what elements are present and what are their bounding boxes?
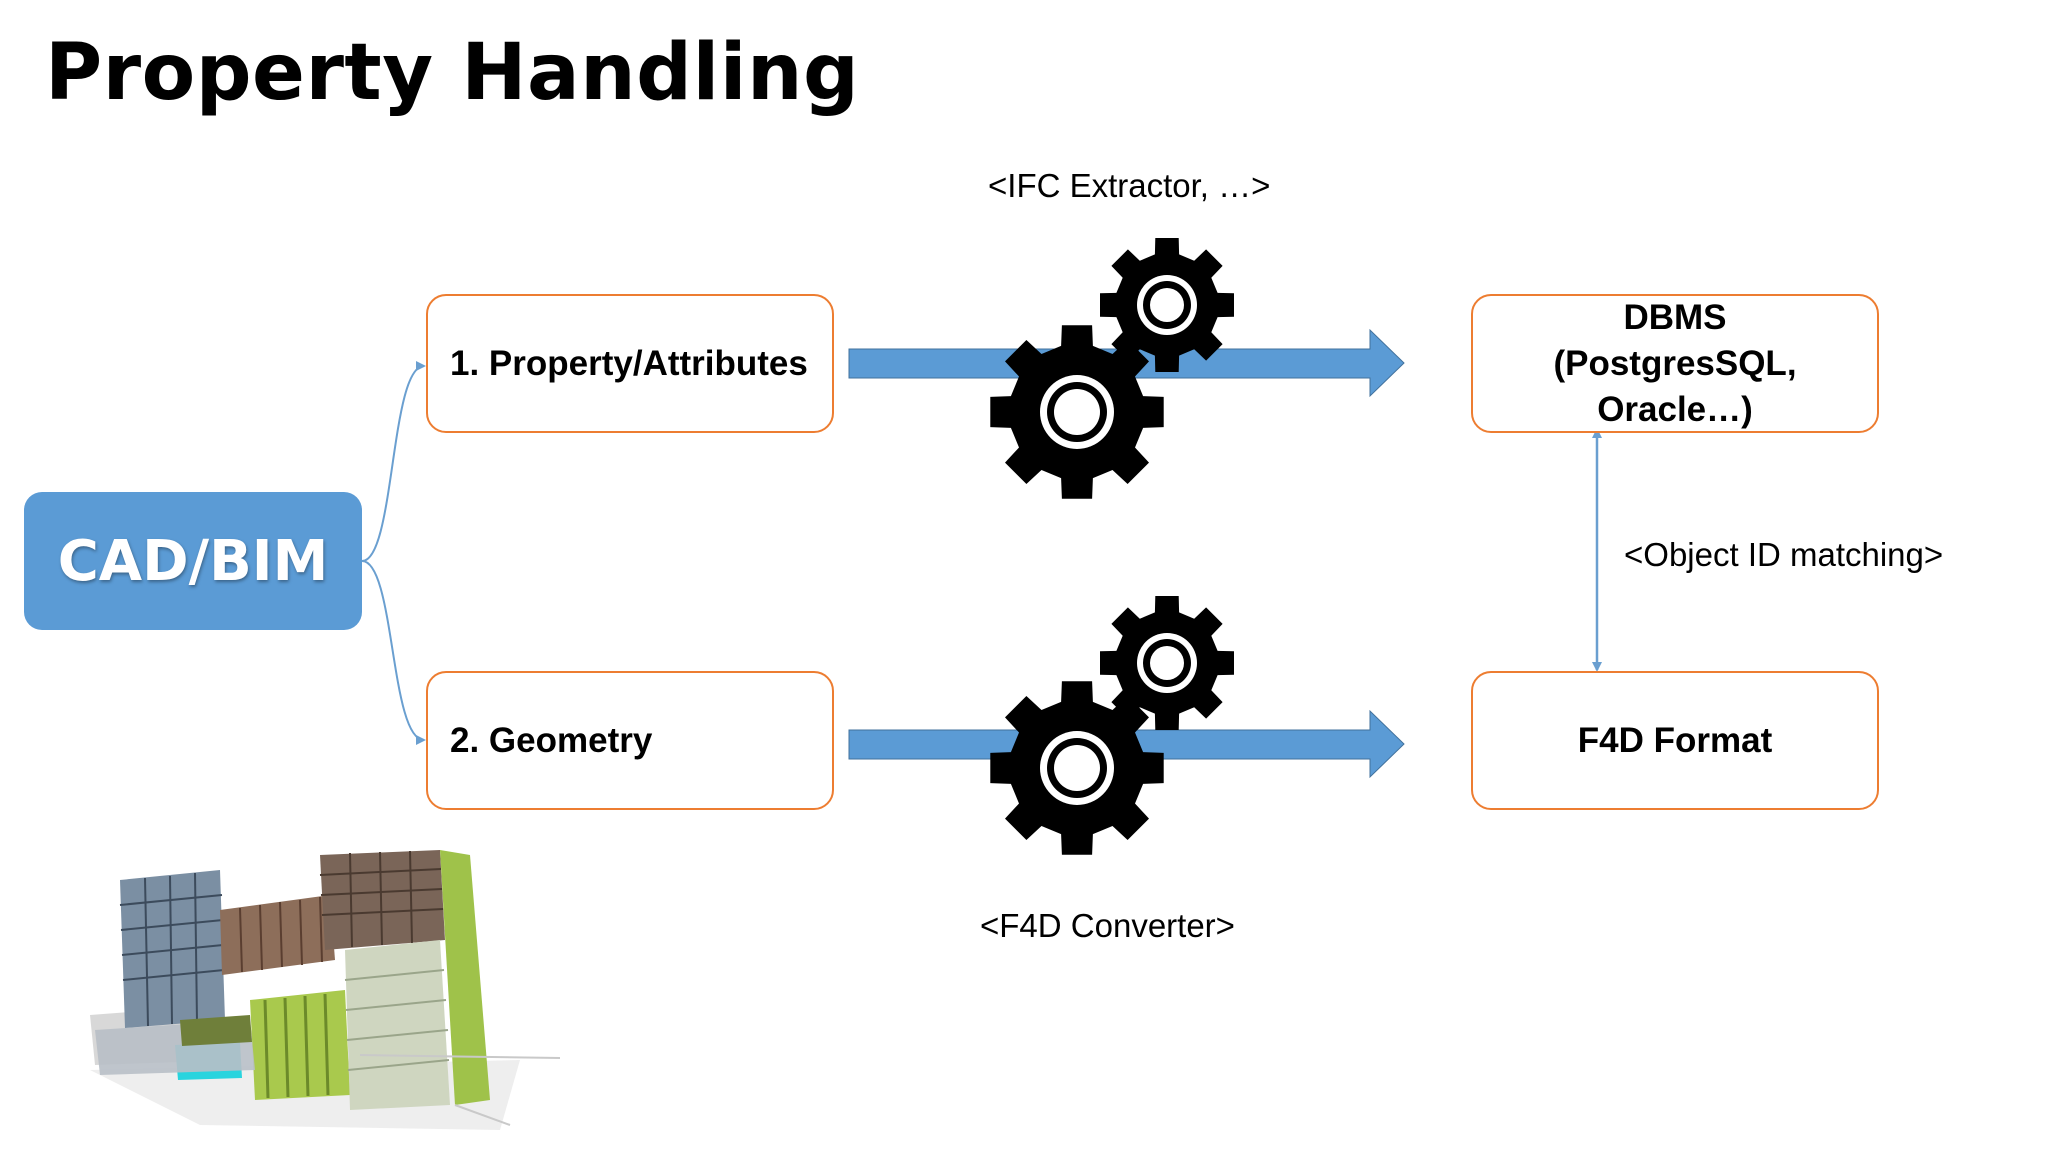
property-attributes-box: 1. Property/Attributes: [426, 294, 834, 433]
cad-bim-source-box: CAD/BIM: [24, 492, 362, 630]
object-id-matching-label: <Object ID matching>: [1624, 536, 1944, 573]
dbms-box: DBMS (PostgresSQL, Oracle…): [1471, 294, 1879, 433]
geometry-box: 2. Geometry: [426, 671, 834, 810]
f4d-format-box: F4D Format: [1471, 671, 1879, 810]
ifc-extractor-label: <IFC Extractor, …>: [988, 167, 1271, 204]
gear-icon: [1100, 238, 1234, 372]
gear-icon: [990, 325, 1164, 499]
page-title: Property Handling: [45, 28, 860, 118]
property-attributes-label: 1. Property/Attributes: [450, 343, 808, 383]
geometry-label: 2. Geometry: [450, 720, 653, 760]
connector-to-geometry: [361, 560, 426, 745]
dbms-examples: (PostgresSQL, Oracle…): [1553, 343, 1797, 429]
gear-icon: [990, 681, 1164, 855]
f4d-format-label: F4D Format: [1577, 720, 1773, 760]
building-model-illustration: [90, 850, 561, 1130]
dbms-title: DBMS: [1623, 297, 1727, 337]
connector-to-property: [361, 361, 426, 562]
gear-icon: [1100, 596, 1234, 730]
f4d-converter-label: <F4D Converter>: [980, 907, 1235, 944]
